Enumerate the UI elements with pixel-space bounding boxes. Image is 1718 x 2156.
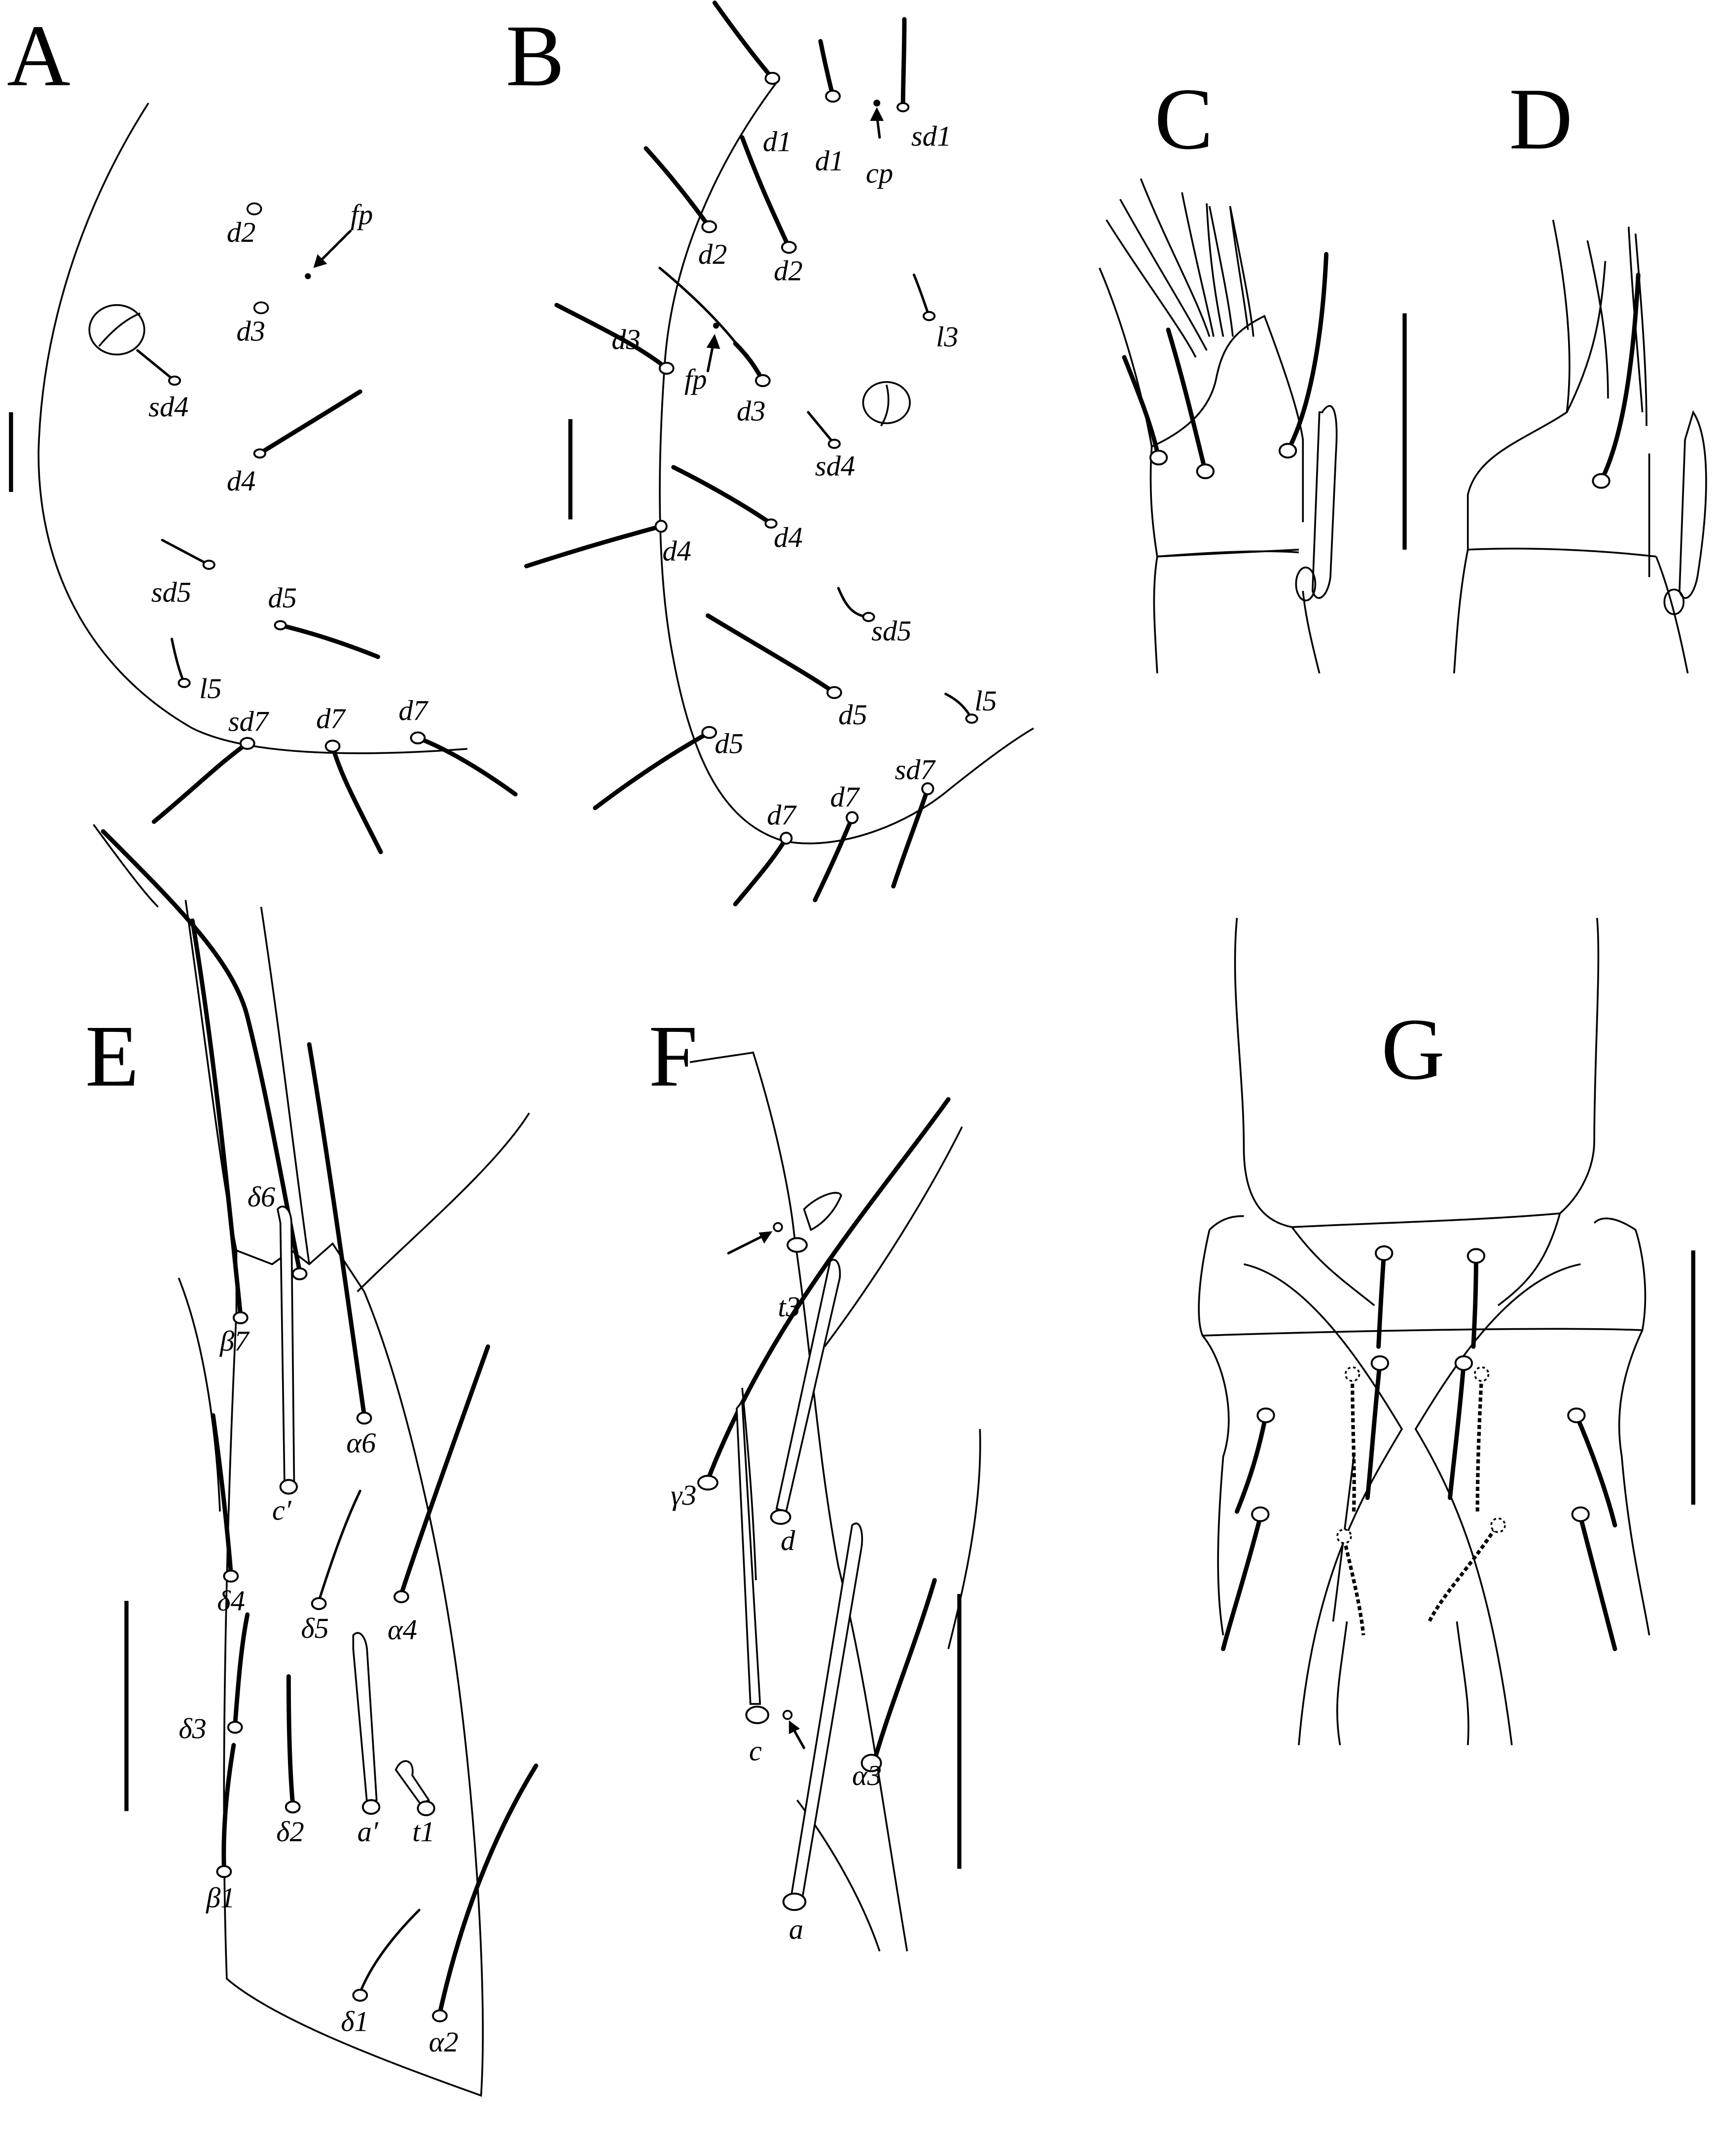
panel-letter-f: F (649, 1007, 698, 1105)
seta-label: d5 (268, 582, 297, 614)
seta-label: t3 (778, 1291, 801, 1323)
seta-label: d1 (815, 145, 844, 177)
seta-label: β7 (219, 1325, 250, 1357)
seta-label: d3 (737, 395, 766, 427)
seta-label: l3 (936, 320, 959, 353)
seta-label: l5 (974, 685, 997, 717)
panel-letter-d: D (1509, 70, 1573, 168)
seta-label: d4 (227, 465, 256, 497)
seta-label: δ5 (301, 1612, 328, 1644)
seta-label: d7 (398, 694, 429, 726)
panel-g: G (1198, 918, 1695, 1745)
seta-label: sd5 (871, 615, 911, 647)
seta-label: δ1 (341, 2005, 368, 2037)
seta-label: α4 (388, 1614, 417, 1646)
seta-label: d (781, 1524, 795, 1556)
panel-letter-b: B (506, 7, 565, 105)
panel-letter-c: C (1154, 70, 1213, 168)
seta-label: sd1 (911, 120, 951, 152)
eye-b (862, 381, 911, 426)
seta-label: δ3 (179, 1713, 206, 1745)
seta-label: d2 (698, 238, 727, 270)
seta-label: δ2 (276, 1816, 304, 1848)
seta-label: l5 (199, 672, 222, 705)
seta-label: d7 (767, 799, 797, 831)
seta-label: δ6 (248, 1181, 275, 1213)
panel-f: F t3 γ3 d c α3 a (649, 1007, 981, 1952)
seta-label: α3 (852, 1759, 882, 1791)
seta-label: fp (684, 363, 707, 395)
seta-label: δ4 (217, 1585, 245, 1617)
seta-label: γ3 (671, 1479, 696, 1511)
seta-label: cp (866, 157, 893, 189)
panel-letter-a: A (7, 7, 71, 105)
seta-label: d3 (236, 315, 265, 347)
panel-d: D (1453, 70, 1707, 674)
panel-letter-g: G (1381, 1000, 1445, 1098)
seta-label: α6 (346, 1427, 376, 1459)
seta-label: d7 (830, 781, 860, 813)
seta-label: d2 (227, 216, 256, 248)
panel-e: E δ6 β7 α6 c′ δ4 δ5 α4 δ3 δ2 a′ t1 β1 δ1… (85, 824, 538, 2097)
seta-label: d1 (763, 126, 792, 158)
seta-label: a′ (358, 1816, 379, 1848)
seta-label: d3 (611, 323, 641, 355)
panel-c: C (1099, 70, 1407, 674)
seta-label: d4 (774, 521, 803, 553)
seta-label: sd5 (151, 576, 191, 608)
seta-label: d4 (662, 535, 691, 567)
seta-label: c′ (272, 1494, 292, 1526)
body-outline-a (37, 103, 467, 754)
panel-letter-e: E (85, 1007, 139, 1105)
seta-label: sd7 (895, 753, 936, 785)
eye-a (88, 304, 145, 355)
seta-label: d7 (316, 703, 346, 735)
seta-label: a (789, 1913, 803, 1945)
seta-label: sd7 (228, 706, 270, 738)
seta-label: c (749, 1734, 762, 1767)
seta-label: t1 (412, 1816, 435, 1848)
seta-label: d5 (715, 727, 744, 759)
seta-label: β1 (206, 1882, 235, 1914)
seta-label: d2 (774, 255, 803, 287)
seta-label: sd4 (148, 390, 188, 423)
seta-label: fp (351, 198, 373, 230)
seta-label: d5 (838, 699, 867, 731)
panel-a: A d2 fp d3 sd4 d4 sd5 d5 l5 sd7 d7 d7 (7, 7, 518, 854)
panel-b: B d1 d1 cp sd1 d2 d2 l3 d3 (506, 0, 1034, 907)
seta-label: sd4 (815, 450, 855, 482)
seta-label: α2 (429, 2026, 459, 2058)
